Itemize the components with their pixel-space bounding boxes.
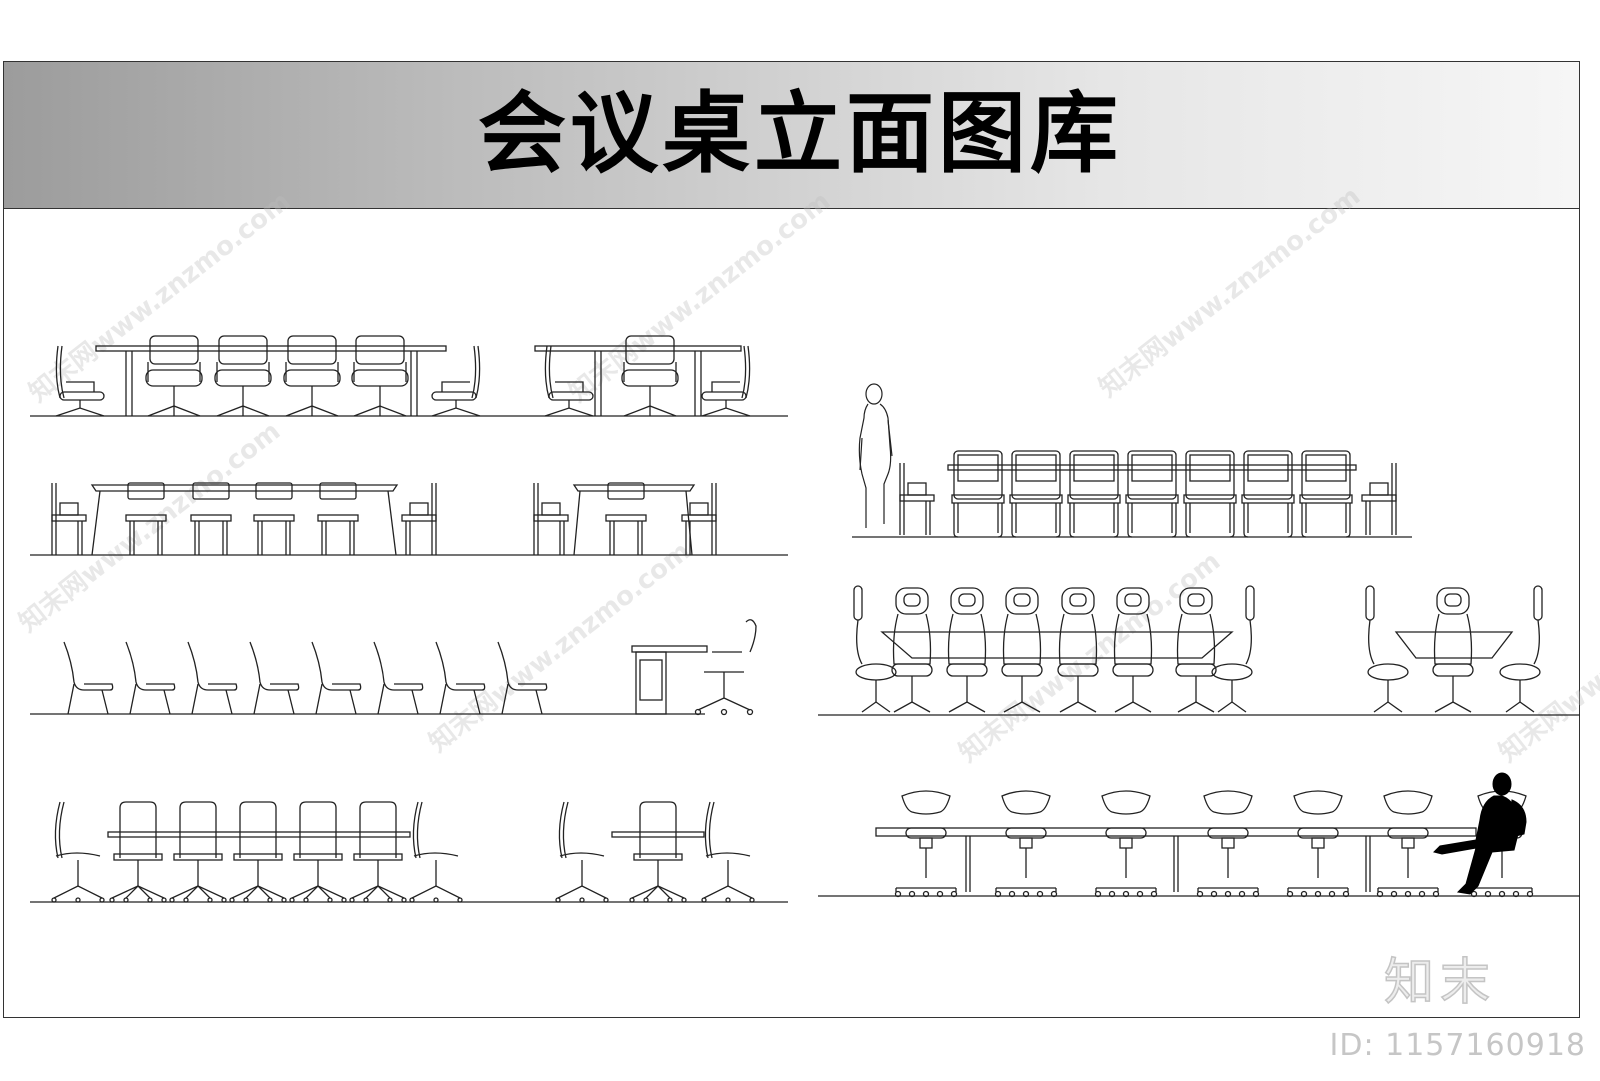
row3-left-drawing xyxy=(30,619,757,716)
row1-left-drawing xyxy=(30,335,788,417)
row2-right-drawing xyxy=(818,585,1580,716)
drawing-frame xyxy=(3,61,1580,1018)
row1-right-drawing xyxy=(852,383,1412,538)
image-id-label: ID: 1157160918 xyxy=(1329,1028,1586,1063)
row2-left-drawing xyxy=(30,482,788,556)
row3-right-drawing xyxy=(818,772,1580,898)
page-title: 会议桌立面图库 xyxy=(477,82,1122,185)
brand-logo-text: 知末 xyxy=(1383,952,1496,1012)
title-banner xyxy=(3,61,1580,209)
row4-left-drawing xyxy=(30,801,788,903)
